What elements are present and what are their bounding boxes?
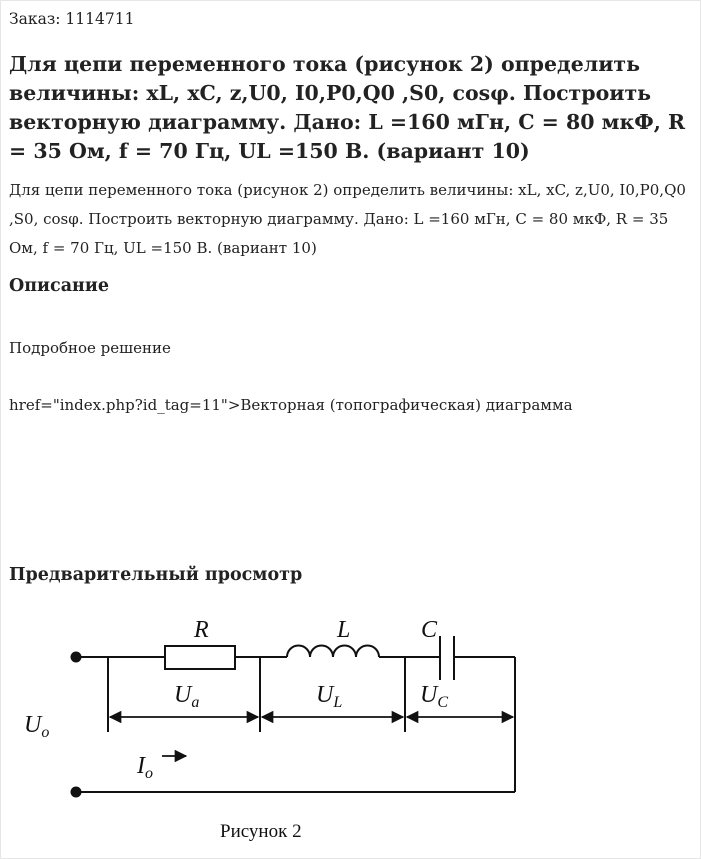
- resistor-symbol: [164, 645, 236, 670]
- label-l: L: [336, 617, 350, 643]
- inductor-symbol: [286, 644, 380, 658]
- task-summary: Для цепи переменного тока (рисунок 2) оп…: [9, 181, 686, 257]
- order-number: Заказ: 1114711: [9, 10, 135, 28]
- figure-caption: Рисунок 2: [220, 821, 302, 842]
- description-detail: Подробное решение: [9, 339, 171, 357]
- label-r: R: [193, 617, 209, 643]
- label-uo: Uo: [24, 712, 49, 741]
- label-c: C: [421, 617, 438, 643]
- terminal-bottom: [70, 786, 82, 798]
- task-title: Для цепи переменного тока (рисунок 2) оп…: [9, 52, 686, 163]
- label-io: Io: [136, 753, 153, 782]
- tag-link-text[interactable]: href="index.php?id_tag=11">Векторная (то…: [9, 396, 573, 414]
- terminal-top: [70, 651, 82, 663]
- circuit-diagram: R L C Ua UL UC Uo Io Рисунок 2: [24, 617, 516, 842]
- label-ua: Ua: [174, 682, 199, 711]
- description-heading: Описание: [9, 276, 109, 296]
- label-ul: UL: [316, 682, 342, 711]
- preview-heading: Предварительный просмотр: [9, 565, 303, 585]
- label-uc: UC: [420, 682, 448, 711]
